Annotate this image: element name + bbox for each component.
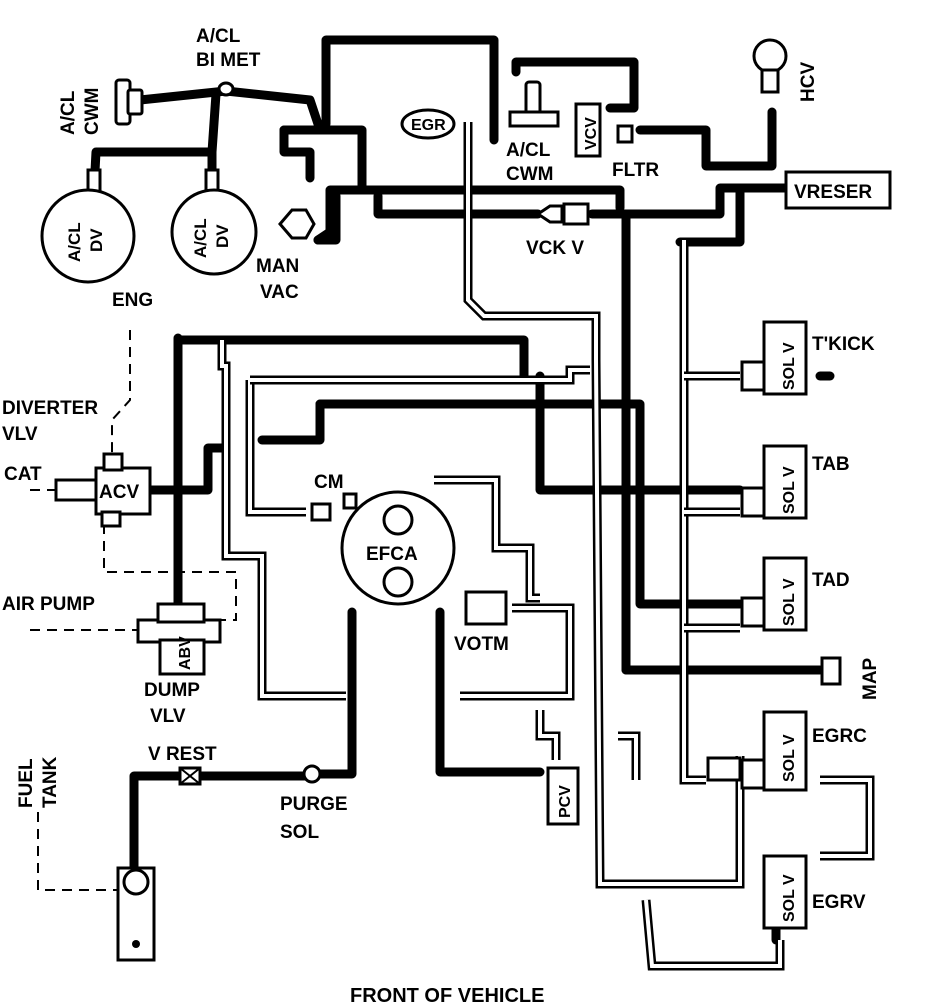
v-rest: V REST — [148, 744, 217, 786]
svg-text:CM: CM — [314, 472, 344, 493]
svg-text:DV: DV — [213, 224, 232, 248]
svg-text:BI MET: BI MET — [196, 50, 261, 71]
vcv: VCV — [574, 102, 602, 158]
svg-text:SOL V: SOL V — [781, 734, 798, 782]
svg-text:FUEL: FUEL — [16, 758, 37, 808]
egr: EGR — [400, 108, 456, 140]
acl-cwm-left: A/CL CWM — [58, 78, 144, 135]
fuel-tank: FUEL TANK — [16, 756, 156, 962]
svg-text:DIVERTER: DIVERTER — [2, 398, 98, 419]
svg-text:DV: DV — [87, 228, 106, 252]
svg-text:SOL V: SOL V — [781, 578, 798, 626]
pcv: PCV — [546, 766, 580, 826]
svg-text:MAP: MAP — [860, 657, 881, 700]
svg-text:VRESER: VRESER — [794, 182, 872, 203]
svg-text:VCV: VCV — [583, 117, 600, 150]
svg-text:A/CL: A/CL — [58, 90, 79, 135]
svg-text:A/CL: A/CL — [196, 26, 241, 47]
svg-text:A/CL: A/CL — [191, 218, 210, 258]
svg-text:EGR: EGR — [411, 117, 446, 134]
svg-text:AIR PUMP: AIR PUMP — [2, 594, 95, 615]
acl-dv-2: A/CL DV — [170, 168, 258, 276]
svg-text:SOL V: SOL V — [781, 874, 798, 922]
acl-dv-1: A/CL DV — [40, 168, 136, 284]
acl-bimet: A/CL BI MET — [196, 26, 261, 97]
footer-label: FRONT OF VEHICLE — [350, 985, 544, 1007]
svg-text:A/CL: A/CL — [506, 140, 551, 161]
svg-text:TAD: TAD — [812, 570, 850, 591]
sol-v-egrc: SOL V EGRC — [706, 710, 867, 792]
thick-hoses — [89, 35, 835, 945]
svg-text:DUMP: DUMP — [144, 680, 200, 701]
svg-text:PCV: PCV — [557, 785, 574, 818]
svg-text:CAT: CAT — [4, 464, 42, 485]
man-vac: MAN VAC — [256, 208, 316, 303]
svg-text:SOL V: SOL V — [781, 342, 798, 390]
svg-text:TANK: TANK — [40, 756, 61, 808]
sol-v-egrv: SOL V EGRV — [762, 854, 866, 930]
map-sensor: MAP — [820, 656, 881, 700]
svg-text:CWM: CWM — [506, 164, 553, 185]
fltr: FLTR — [612, 124, 659, 181]
svg-text:VLV: VLV — [2, 424, 38, 445]
sol-v-tad: SOL V TAD — [740, 556, 850, 632]
svg-text:MAN: MAN — [256, 256, 299, 277]
svg-text:EGRC: EGRC — [812, 726, 867, 747]
svg-text:SOL V: SOL V — [781, 466, 798, 514]
vreser: VRESER — [784, 170, 892, 210]
svg-text:HCV: HCV — [798, 62, 819, 102]
svg-text:ABV: ABV — [177, 636, 194, 670]
svg-text:T'KICK: T'KICK — [812, 334, 875, 355]
sol-v-tkick: SOL V T'KICK — [740, 320, 875, 396]
sol-v-tab: SOL V TAB — [740, 444, 850, 520]
dashed-routes — [30, 330, 237, 891]
purge-sol: PURGE SOL — [280, 764, 348, 843]
svg-text:V REST: V REST — [148, 744, 217, 765]
svg-text:VAC: VAC — [260, 282, 299, 303]
svg-text:VOTM: VOTM — [454, 634, 509, 655]
diverter-valve: DIVERTER VLV CAT ACV — [2, 398, 152, 528]
eng-label: ENG — [112, 290, 153, 311]
votm: VOTM — [454, 590, 509, 655]
hcv: HCV — [752, 38, 819, 102]
svg-text:VCK V: VCK V — [526, 238, 584, 259]
svg-text:A/CL: A/CL — [65, 222, 84, 262]
outlined-hoses — [217, 122, 875, 971]
svg-text:EGRV: EGRV — [812, 892, 866, 913]
abv-dump-valve: AIR PUMP ABV DUMP VLV — [2, 594, 222, 727]
svg-text:FLTR: FLTR — [612, 160, 659, 181]
svg-text:CWM: CWM — [82, 88, 103, 135]
svg-text:ACV: ACV — [99, 482, 139, 503]
acl-cwm-right: A/CL CWM — [506, 80, 560, 185]
svg-text:PURGE: PURGE — [280, 794, 348, 815]
svg-text:EFCA: EFCA — [366, 544, 418, 565]
svg-text:SOL: SOL — [280, 822, 319, 843]
cm: CM — [310, 472, 358, 522]
vck-v: VCK V — [526, 202, 590, 259]
efca: EFCA — [340, 490, 456, 606]
svg-text:TAB: TAB — [812, 454, 850, 475]
svg-text:VLV: VLV — [150, 706, 186, 727]
